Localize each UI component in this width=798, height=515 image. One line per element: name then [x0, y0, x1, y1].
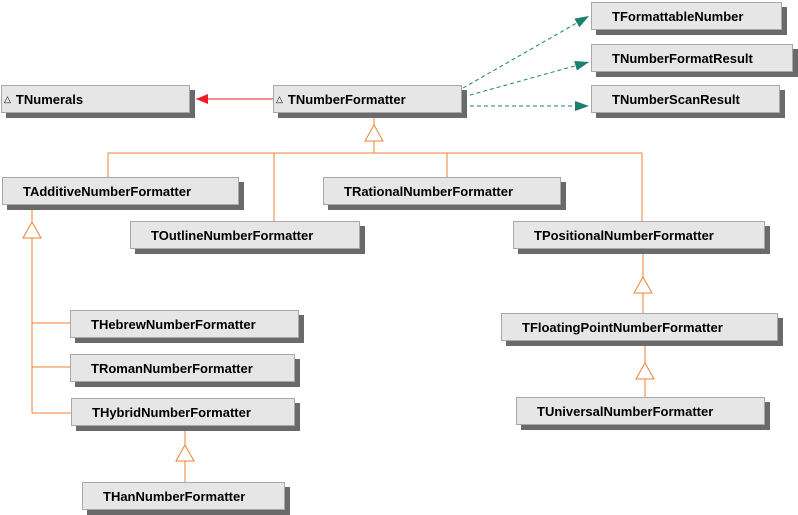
class-label: TNumberFormatResult: [612, 50, 753, 66]
inheritance-triangle: [364, 123, 384, 142]
class-label: TFloatingPointNumberFormatter: [522, 319, 723, 335]
class-box-tadditivenumberformatter[interactable]: TAdditiveNumberFormatter: [2, 177, 239, 205]
uses-arrow-formattable: [462, 15, 590, 89]
class-box-tnumberformatter[interactable]: △ TNumberFormatter: [273, 85, 462, 113]
class-box-tpositionalnumberformatter[interactable]: TPositionalNumberFormatter: [513, 221, 765, 249]
uses-arrow-formatresult: [462, 60, 590, 98]
class-label: TRomanNumberFormatter: [91, 360, 253, 376]
class-label: THanNumberFormatter: [103, 488, 246, 504]
class-box-thebrewnumberformatter[interactable]: THebrewNumberFormatter: [70, 310, 299, 338]
class-box-tformattablenumber[interactable]: TFormattableNumber: [591, 2, 782, 30]
class-box-tfloatingpointnumberformatter[interactable]: TFloatingPointNumberFormatter: [501, 313, 778, 341]
inheritance-triangle: [22, 220, 42, 239]
inheritance-triangle: [635, 361, 655, 380]
class-box-tnumberformatresult[interactable]: TNumberFormatResult: [591, 44, 793, 72]
class-label: THybridNumberFormatter: [92, 404, 251, 420]
class-label: TFormattableNumber: [612, 8, 744, 24]
class-box-tnumberscanresult[interactable]: TNumberScanResult: [591, 85, 780, 113]
class-label: TPositionalNumberFormatter: [534, 227, 714, 243]
class-label: TAdditiveNumberFormatter: [23, 183, 192, 199]
class-label: TRationalNumberFormatter: [344, 183, 514, 199]
class-label: TNumberScanResult: [612, 91, 740, 107]
class-box-tromannumberformatter[interactable]: TRomanNumberFormatter: [70, 354, 295, 382]
class-box-thannumberformatter[interactable]: THanNumberFormatter: [82, 482, 285, 510]
class-label: TOutlineNumberFormatter: [151, 227, 314, 243]
class-label: TNumerals: [15, 91, 84, 107]
class-box-thybridnumberformatter[interactable]: THybridNumberFormatter: [71, 398, 295, 426]
class-label: TNumberFormatter: [287, 91, 406, 107]
class-box-toutlinenumberformatter[interactable]: TOutlineNumberFormatter: [130, 221, 360, 249]
inheritance-triangle: [175, 443, 195, 462]
abstract-class-icon: △: [4, 93, 11, 104]
inheritance-triangle: [633, 275, 653, 294]
class-box-tnumerals[interactable]: △ TNumerals: [1, 85, 190, 113]
class-box-tuniversalnumberformatter[interactable]: TUniversalNumberFormatter: [516, 397, 765, 425]
class-label: TUniversalNumberFormatter: [537, 403, 714, 419]
class-box-trationalnumberformatter[interactable]: TRationalNumberFormatter: [323, 177, 561, 205]
abstract-class-icon: △: [276, 93, 283, 104]
class-label: THebrewNumberFormatter: [91, 316, 256, 332]
